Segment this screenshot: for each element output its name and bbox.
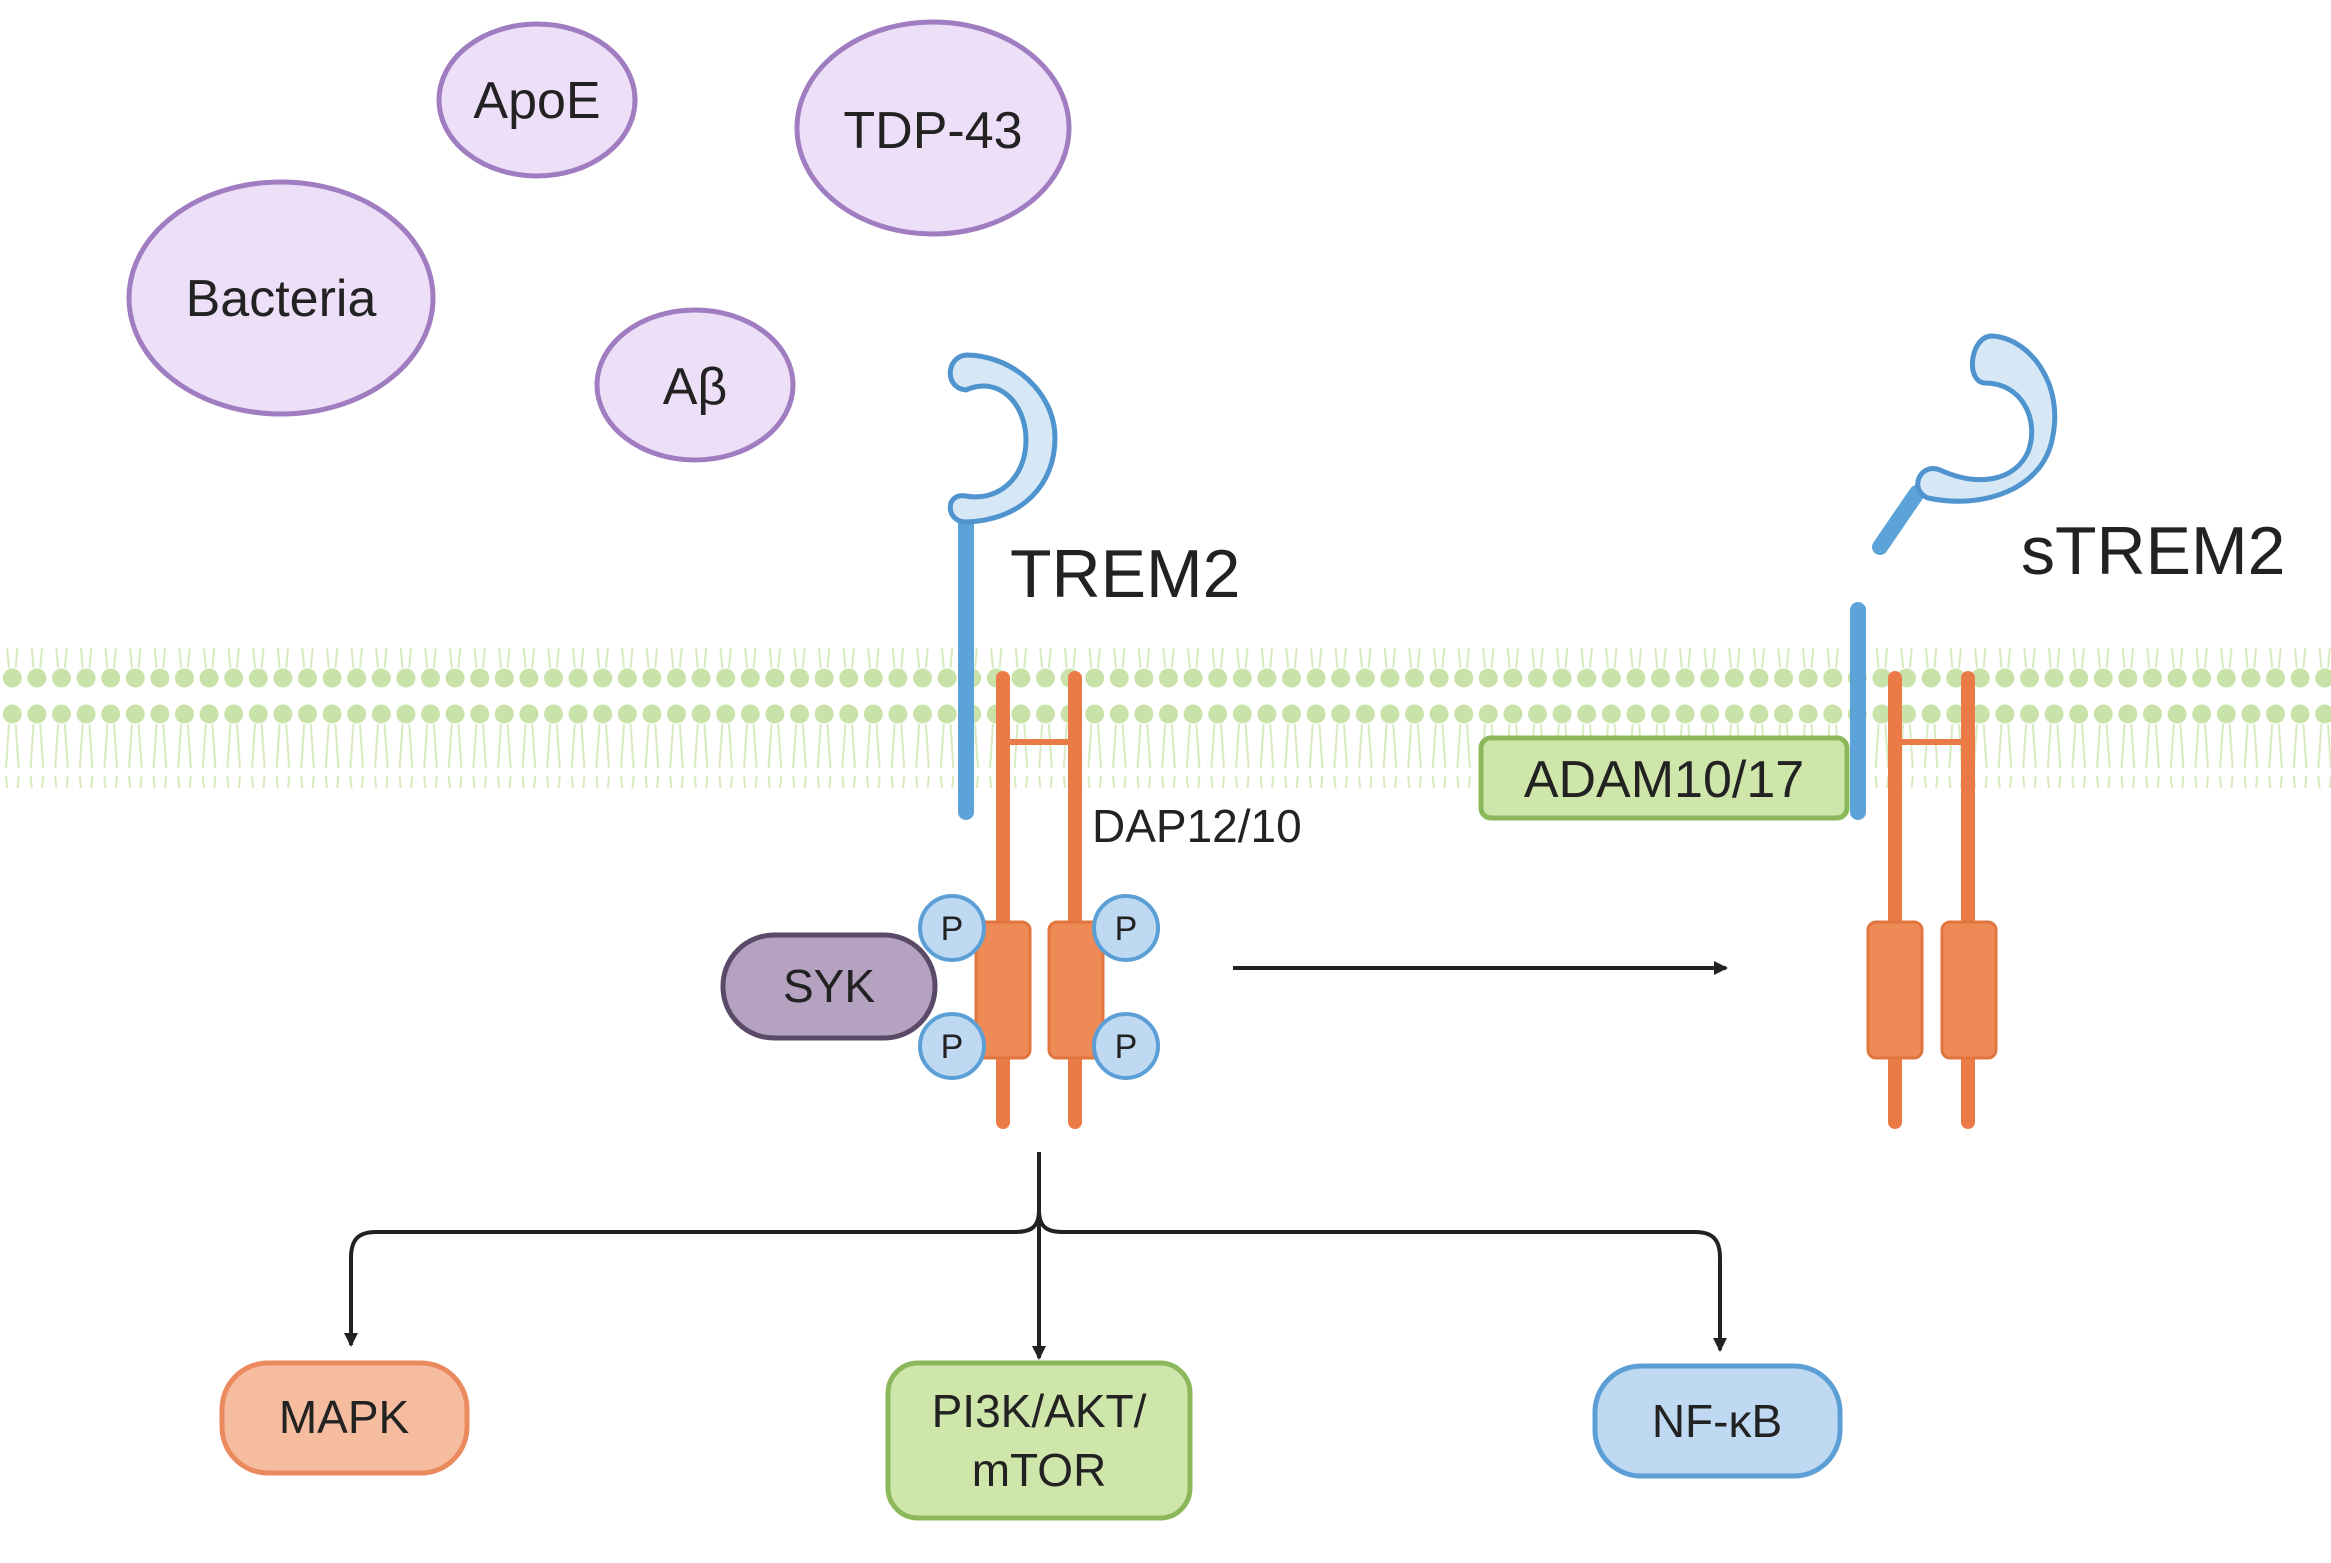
syk-kinase: SYK (720, 932, 938, 1041)
adam-protease: ADAM10/17 (1478, 735, 1850, 821)
pathway-pi3k-akt-mtor: PI3K/AKT/ mTOR (885, 1360, 1193, 1521)
phospho-top-left: P (918, 894, 986, 962)
phospho-top-right: P (1092, 894, 1160, 962)
strem2-ig-domain (1915, 333, 2058, 504)
phospho-bottom-right: P (1092, 1012, 1160, 1080)
adam-label: ADAM10/17 (1524, 751, 1804, 809)
dap12-label: DAP12/10 (1092, 800, 1302, 852)
ligand-tdp43: TDP-43 (794, 19, 1072, 237)
strem2-label: sTREM2 (2021, 513, 2285, 589)
cleaved-receptor-right (1850, 602, 1998, 1129)
ligand-apoe-label: ApoE (473, 72, 600, 130)
downstream-arrows (344, 1152, 1727, 1360)
ligand-bacteria: Bacteria (126, 179, 436, 417)
dap12-adaptor-left: DAP12/10 (974, 671, 1302, 1129)
cell-membrane (0, 648, 2331, 788)
strem2-fragment: sTREM2 (1872, 333, 2285, 589)
nfkb-label: NF-κB (1652, 1395, 1782, 1447)
pi3k-label-line2: mTOR (972, 1444, 1107, 1496)
ligand-abeta: Aβ (594, 307, 796, 463)
ligand-apoe: ApoE (436, 21, 638, 179)
phospho-bottom-left: P (918, 1012, 986, 1080)
pathway-mapk: MAPK (219, 1360, 470, 1476)
trem2-ig-domain (947, 352, 1058, 525)
pathway-nfkb: NF-κB (1592, 1363, 1843, 1479)
syk-label: SYK (783, 960, 875, 1012)
strem2-stalk (1872, 485, 1925, 555)
ligand-tdp43-label: TDP-43 (843, 102, 1022, 160)
svg-text:P: P (1115, 1028, 1138, 1066)
svg-text:P: P (941, 910, 964, 948)
ligand-bacteria-label: Bacteria (186, 270, 377, 328)
trem2-receptor: TREM2 (947, 352, 1240, 820)
svg-text:P: P (1115, 910, 1138, 948)
svg-text:P: P (941, 1028, 964, 1066)
pi3k-label-line1: PI3K/AKT/ (932, 1385, 1147, 1437)
mapk-label: MAPK (279, 1391, 410, 1443)
ligand-abeta-label: Aβ (663, 358, 728, 416)
trem2-label: TREM2 (1010, 536, 1240, 612)
